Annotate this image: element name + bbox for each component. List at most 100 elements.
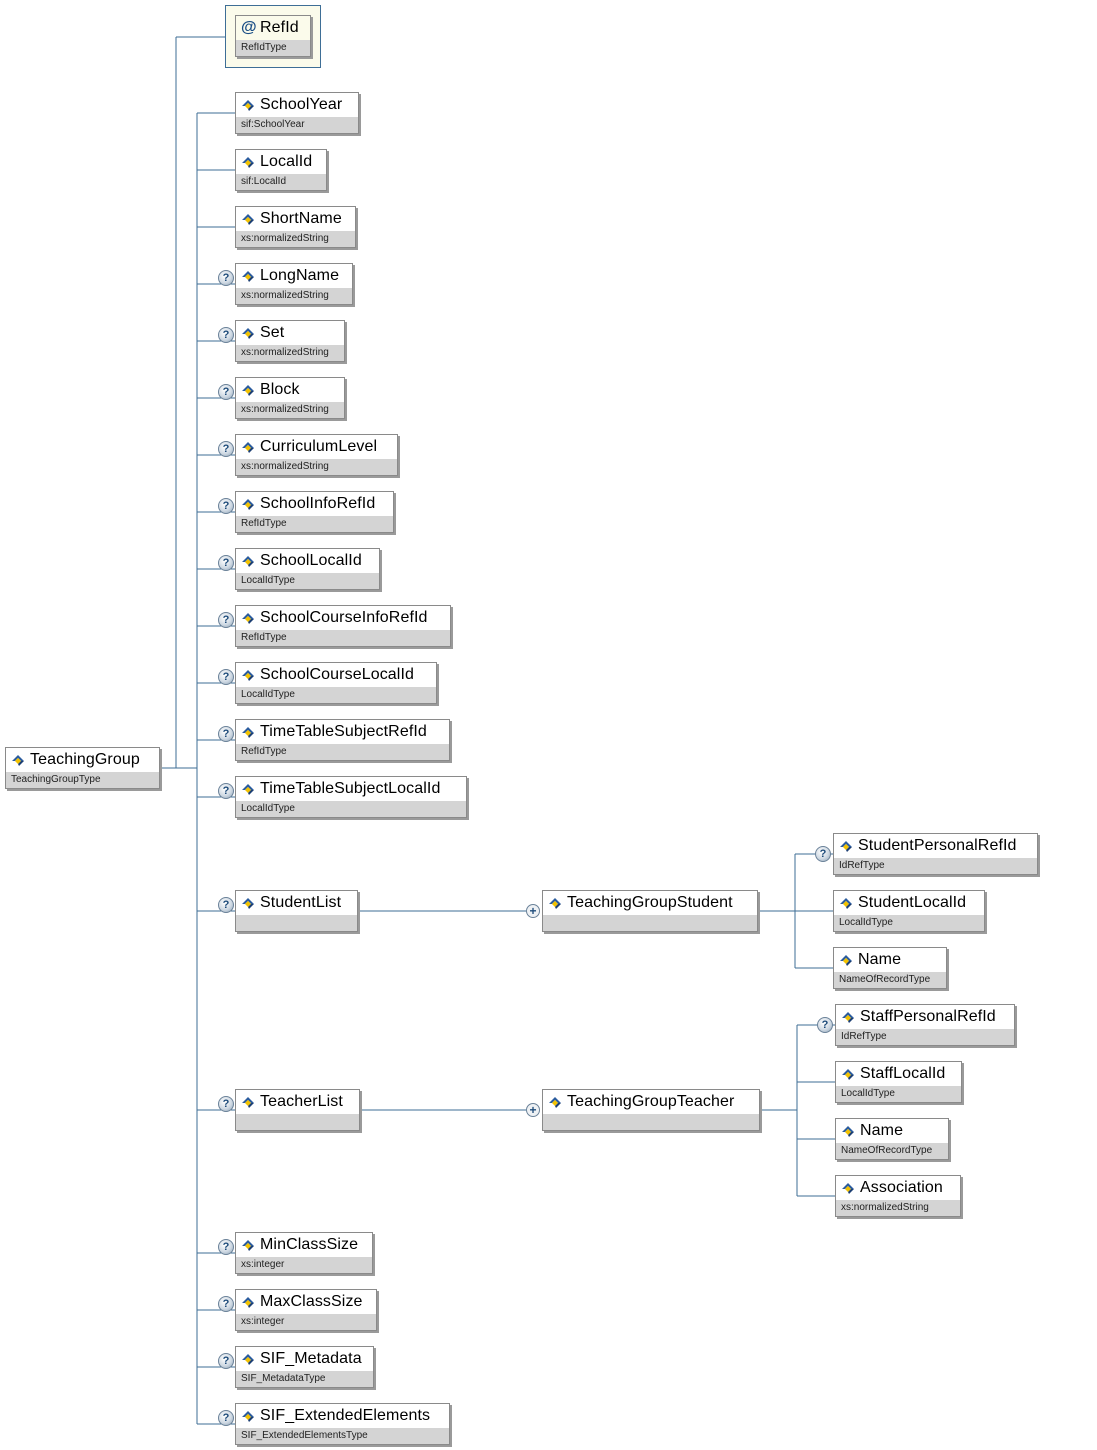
element-type: SIF_ExtendedElementsType [236,1428,449,1444]
element-long-name[interactable]: LongName xs:normalizedString [235,263,353,305]
element-teaching-group-student[interactable]: TeachingGroupStudent [542,890,758,932]
element-icon [242,385,254,396]
element-icon [242,271,254,282]
element-header: MinClassSize [236,1233,372,1257]
element-header: TeachingGroupTeacher [543,1090,759,1114]
element-header: Name [836,1119,948,1143]
optional-icon: ? [218,555,234,571]
element-name: SchoolYear [260,96,343,113]
element-header: ShortName [236,207,355,231]
element-type: xs:normalizedString [236,345,344,361]
element-icon [840,955,852,966]
element-header: Association [836,1176,960,1200]
element-type: xs:normalizedString [236,231,355,247]
element-name: SIF_ExtendedElements [260,1407,431,1424]
element-name: Association [860,1179,943,1196]
expand-icon[interactable]: + [526,904,540,918]
element-icon [242,1297,254,1308]
element-header: Name [834,948,946,972]
element-header: SchoolYear [236,93,358,117]
element-type: sif:SchoolYear [236,117,358,133]
element-name: Name [858,951,902,968]
element-name: LocalId [260,153,313,170]
element-type [543,915,757,931]
optional-icon: ? [218,1096,234,1112]
element-name: StaffLocalId [860,1065,946,1082]
element-teacher-list[interactable]: TeacherList [235,1089,360,1131]
element-header: SchoolLocalId [236,549,379,573]
element-icon [842,1069,854,1080]
optional-icon: ? [815,846,831,862]
element-icon [12,755,24,766]
element-type: LocalIdType [836,1086,961,1102]
optional-icon: ? [218,498,234,514]
element-short-name[interactable]: ShortName xs:normalizedString [235,206,356,248]
optional-icon: ? [218,1353,234,1369]
element-type: xs:normalizedString [236,288,352,304]
element-icon [549,898,561,909]
element-name: ShortName [260,210,342,227]
element-icon [242,784,254,795]
element-school-year[interactable]: SchoolYear sif:SchoolYear [235,92,359,134]
optional-icon: ? [817,1017,833,1033]
element-header: TeacherList [236,1090,359,1114]
element-icon [242,214,254,225]
element-header: TimeTableSubjectLocalId [236,777,466,801]
element-type: NameOfRecordType [834,972,946,988]
element-icon [549,1097,561,1108]
optional-icon: ? [218,612,234,628]
element-icon [842,1012,854,1023]
optional-icon: ? [218,384,234,400]
element-name: TeachingGroupTeacher [567,1093,735,1110]
optional-icon: ? [218,897,234,913]
element-type: RefIdType [236,516,393,532]
optional-icon: ? [218,669,234,685]
element-icon [242,157,254,168]
element-name: LongName [260,267,340,284]
element-header: SchoolInfoRefId [236,492,393,516]
element-header: TeachingGroupStudent [543,891,757,915]
element-header: StaffLocalId [836,1062,961,1086]
element-icon [840,898,852,909]
element-name: StaffPersonalRefId [860,1008,996,1025]
element-header: Set [236,321,344,345]
element-type [236,915,357,931]
element-student-list[interactable]: StudentList [235,890,358,932]
element-name: TimeTableSubjectRefId [260,723,427,740]
element-header: TimeTableSubjectRefId [236,720,449,744]
element-icon [842,1126,854,1137]
element-icon [242,1354,254,1365]
expand-icon[interactable]: + [526,1103,540,1117]
element-name: TeachingGroup [30,751,140,768]
element-type: LocalIdType [236,801,466,817]
element-local-id[interactable]: LocalId sif:LocalId [235,149,327,191]
element-teaching-group-teacher[interactable]: TeachingGroupTeacher [542,1089,760,1131]
element-icon [242,100,254,111]
element-type: sif:LocalId [236,174,326,190]
element-type [236,1114,359,1130]
element-type: xs:integer [236,1257,372,1273]
element-icon [842,1183,854,1194]
